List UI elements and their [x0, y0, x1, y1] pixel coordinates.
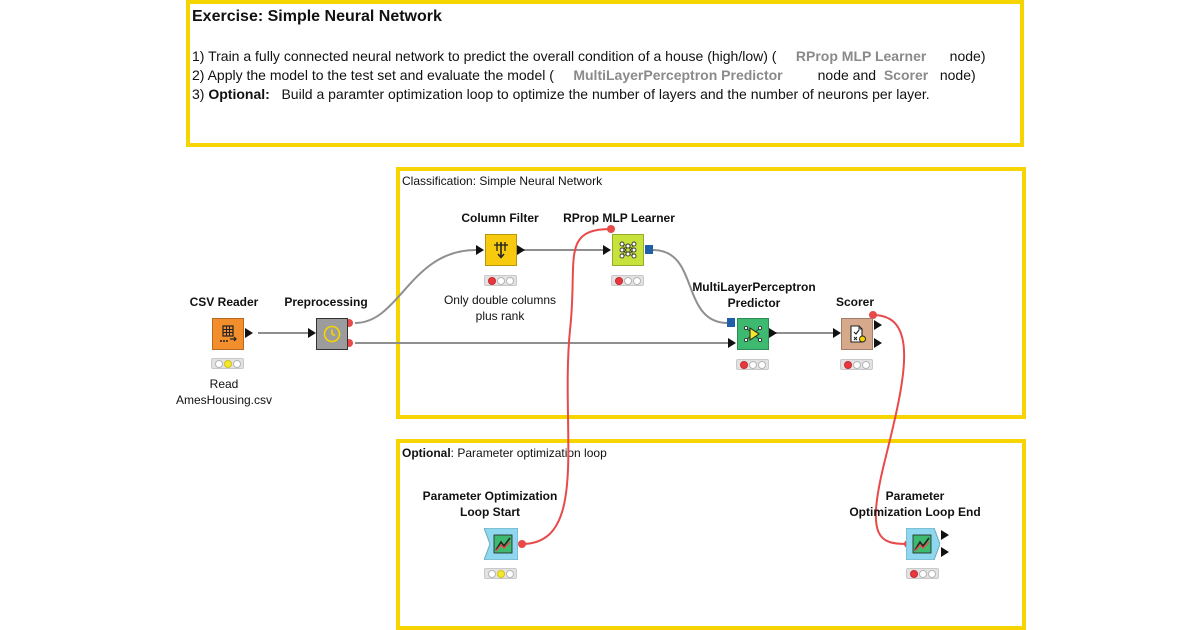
- csv-reader-status: [211, 358, 244, 369]
- status-light-green: [505, 569, 514, 578]
- status-light-green: [861, 360, 870, 369]
- status-light-red: [487, 276, 496, 285]
- rprop-learner-reference: RProp MLP Learner: [795, 48, 927, 64]
- output-port-predictor[interactable]: [769, 328, 777, 338]
- mlp-predictor-reference: MultiLayerPerceptron Predictor: [573, 67, 783, 83]
- loop-end-title: Parameter Optimization Loop End: [849, 489, 981, 519]
- loop-start-title: Parameter Optimization Loop Start: [422, 489, 558, 519]
- status-light-red: [487, 569, 496, 578]
- classification-label: Classification: Simple Neural Network: [402, 174, 603, 188]
- csv-reader-title: CSV Reader: [189, 295, 259, 309]
- output-port-scorer-2[interactable]: [874, 338, 882, 348]
- exercise-line-1: 1) Train a fully connected neural networ…: [192, 48, 986, 64]
- neural-network-icon: [619, 241, 637, 259]
- connection-preprocessing-to-column-filter[interactable]: [354, 249, 477, 324]
- csv-reader-description: Read AmesHousing.csv: [175, 377, 273, 407]
- loop-start-shape: [483, 527, 519, 561]
- loop-end-status: [906, 568, 939, 579]
- column-filter-icon: [494, 242, 508, 259]
- status-light-green: [757, 360, 766, 369]
- output-port-loop-end-1[interactable]: [941, 530, 949, 540]
- column-filter-description: Only double columns plus rank: [443, 293, 557, 323]
- flow-variable-scorer-to-loop-end[interactable]: [872, 314, 909, 545]
- status-light-green: [632, 276, 641, 285]
- status-light-yellow: [223, 359, 232, 368]
- model-input-port-predictor[interactable]: [727, 318, 735, 327]
- loop-end-node[interactable]: [905, 527, 941, 561]
- exercise-annotation: [186, 0, 1024, 147]
- flow-variable-port-learner[interactable]: [607, 225, 615, 233]
- connection-learner-to-predictor[interactable]: [652, 249, 729, 324]
- loop-end-shape: [905, 527, 941, 561]
- status-light-yellow: [496, 276, 505, 285]
- loop-start-node[interactable]: [483, 527, 519, 561]
- mlp-predictor-status: [736, 359, 769, 370]
- output-port-loop-end-2[interactable]: [941, 547, 949, 557]
- optional-annotation: [396, 439, 1026, 630]
- predictor-icon: [744, 326, 762, 342]
- output-port-csv-reader[interactable]: [245, 328, 253, 338]
- status-light-red: [614, 276, 623, 285]
- column-filter-node[interactable]: [485, 234, 517, 266]
- mlp-predictor-node[interactable]: [737, 318, 769, 350]
- loop-start-status: [484, 568, 517, 579]
- input-port-scorer[interactable]: [833, 328, 841, 338]
- model-output-port-learner[interactable]: [645, 245, 653, 254]
- status-light-yellow: [496, 569, 505, 578]
- scorer-icon: [850, 325, 866, 343]
- csv-reader-node[interactable]: [212, 318, 244, 350]
- exercise-line-3: 3) Optional: Build a paramter optimizati…: [192, 86, 930, 102]
- status-light-red: [843, 360, 852, 369]
- status-light-yellow: [918, 569, 927, 578]
- exercise-line-2: 2) Apply the model to the test set and e…: [192, 67, 976, 83]
- output-port-column-filter[interactable]: [517, 245, 525, 255]
- table-reader-icon: [220, 325, 237, 342]
- input-port-predictor-data[interactable]: [728, 338, 736, 348]
- status-light-green: [505, 276, 514, 285]
- scorer-node[interactable]: [841, 318, 873, 350]
- status-light-yellow: [748, 360, 757, 369]
- column-filter-title: Column Filter: [461, 211, 539, 225]
- scorer-title: Scorer: [835, 295, 875, 309]
- flow-variable-port-scorer[interactable]: [869, 311, 877, 319]
- status-light-red: [909, 569, 918, 578]
- rprop-learner-status: [611, 275, 644, 286]
- column-filter-status: [484, 275, 517, 286]
- mlp-predictor-title: MultiLayerPerceptron Predictor: [692, 280, 816, 310]
- output-port-scorer-1[interactable]: [874, 320, 882, 330]
- exercise-title: Exercise: Simple Neural Network: [192, 8, 442, 25]
- scorer-reference: Scorer: [883, 67, 929, 83]
- metanode-clock-icon: [323, 325, 341, 343]
- input-port-learner[interactable]: [603, 245, 611, 255]
- input-port-preprocessing[interactable]: [308, 328, 316, 338]
- flow-variable-port-loop-start[interactable]: [518, 540, 526, 548]
- status-light-green: [232, 359, 241, 368]
- preprocessing-metanode[interactable]: [316, 318, 348, 350]
- flow-variable-loop-start-to-learner[interactable]: [521, 228, 612, 545]
- status-light-red: [739, 360, 748, 369]
- status-light-yellow: [852, 360, 861, 369]
- classification-annotation: [396, 167, 1026, 419]
- status-light-red: [214, 359, 223, 368]
- rprop-learner-node[interactable]: [612, 234, 644, 266]
- scorer-status: [840, 359, 873, 370]
- rprop-learner-title: RProp MLP Learner: [563, 211, 675, 225]
- status-light-green: [927, 569, 936, 578]
- status-light-yellow: [623, 276, 632, 285]
- preprocessing-title: Preprocessing: [284, 295, 368, 309]
- input-port-column-filter[interactable]: [476, 245, 484, 255]
